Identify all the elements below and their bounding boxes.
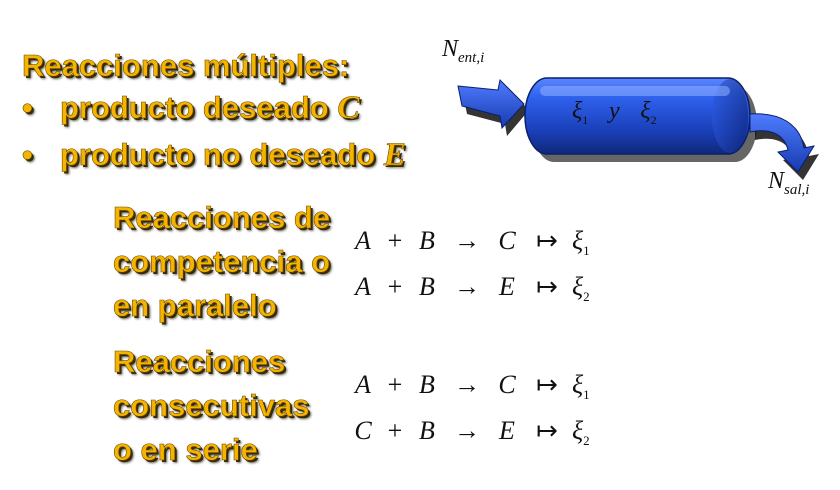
bullet-letter: C — [337, 90, 360, 127]
reactor-diagram — [457, 77, 819, 180]
reactant: A — [355, 272, 371, 301]
arrow: → — [454, 416, 480, 445]
bullet-undesired-product: • producto no deseado E — [22, 137, 406, 174]
extent-symbol: ξ — [572, 226, 584, 255]
line: Reacciones de — [113, 200, 331, 236]
product: C — [498, 226, 516, 255]
conjunction: y — [608, 98, 620, 124]
bullet-letter: E — [383, 137, 406, 174]
extent-sub: 1 — [583, 387, 590, 403]
plus: + — [387, 226, 403, 255]
extent-sub: 2 — [583, 289, 590, 305]
extent-symbol: ξ — [572, 370, 584, 399]
outlet-arrow-shadow — [755, 121, 819, 180]
reactant: B — [419, 226, 435, 255]
flow-symbol: N — [442, 36, 459, 62]
line: competencia o — [113, 244, 331, 280]
plus: + — [387, 370, 403, 399]
plus: + — [387, 416, 403, 445]
equation-parallel-1: A + B → C ↦ ξ1 — [348, 226, 590, 259]
extent-sub: 1 — [582, 112, 589, 127]
maps-to: ↦ — [536, 370, 558, 399]
maps-to: ↦ — [536, 226, 558, 255]
reactant: C — [354, 416, 372, 445]
reactant: A — [355, 370, 371, 399]
line: consecutivas — [113, 388, 310, 424]
arrow: → — [454, 226, 480, 255]
arrow: → — [454, 272, 480, 301]
line: en paralelo — [113, 288, 277, 324]
bullet-text: producto deseado — [60, 90, 338, 126]
bullet-desired-product: • producto deseado C — [22, 90, 360, 127]
line: o en serie — [113, 432, 258, 468]
maps-to: ↦ — [536, 272, 558, 301]
reactant: B — [419, 370, 435, 399]
series-reactions-label: Reacciones consecutivas o en serie — [113, 340, 310, 472]
product: E — [499, 272, 515, 301]
bullet-dot: • — [22, 137, 33, 173]
extent-sub: 2 — [583, 433, 590, 449]
product: C — [498, 370, 516, 399]
inlet-flow-label: Nent,i — [442, 36, 484, 67]
extent-symbol: ξ — [640, 98, 651, 124]
arrow: → — [454, 370, 480, 399]
product: E — [499, 416, 515, 445]
reactant: A — [355, 226, 371, 255]
extent-symbol: ξ — [572, 272, 584, 301]
bullet-dot: • — [22, 90, 33, 126]
line: Reacciones — [113, 344, 286, 380]
equation-series-2: C + B → E ↦ ξ2 — [348, 416, 590, 449]
flow-sub: sal,i — [784, 181, 810, 198]
parallel-reactions-label: Reacciones de competencia o en paralelo — [113, 196, 331, 328]
reactant: B — [419, 416, 435, 445]
equation-series-1: A + B → C ↦ ξ1 — [348, 370, 590, 403]
extent-sub: 1 — [583, 243, 590, 259]
page-title: Reacciones múltiples: — [22, 48, 350, 84]
flow-symbol: N — [768, 168, 785, 194]
outlet-arrow — [749, 113, 816, 173]
extent-sub: 2 — [650, 112, 657, 127]
flow-sub: ent,i — [458, 49, 485, 66]
plus: + — [387, 272, 403, 301]
extent-symbol: ξ — [572, 98, 583, 124]
maps-to: ↦ — [536, 416, 558, 445]
reactant: B — [419, 272, 435, 301]
bullet-text: producto no deseado — [60, 137, 384, 173]
outlet-flow-label: Nsal,i — [768, 168, 809, 199]
extent-symbol: ξ — [572, 416, 584, 445]
reactor-extents-label: ξ1 y ξ2 — [572, 98, 657, 128]
equation-parallel-2: A + B → E ↦ ξ2 — [348, 272, 590, 305]
inlet-arrow — [457, 78, 525, 130]
